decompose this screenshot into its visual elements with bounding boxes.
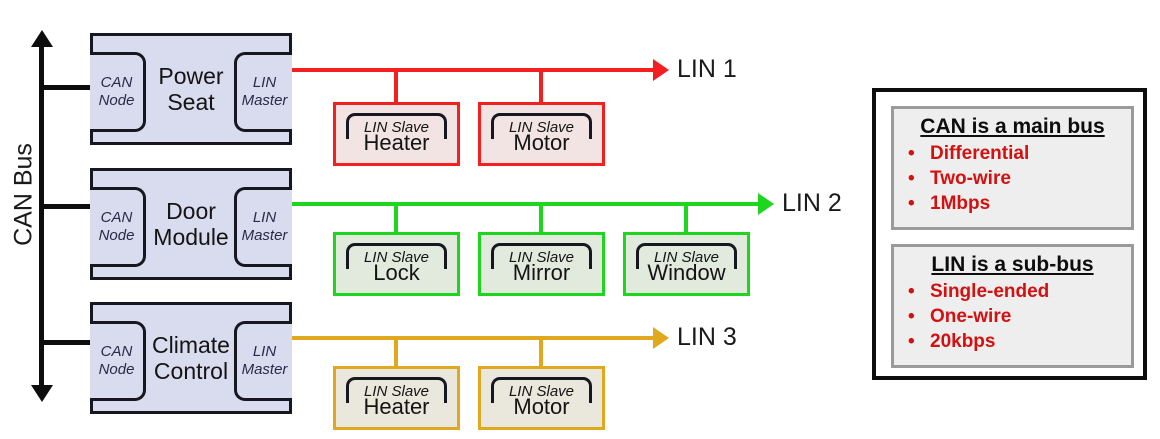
can-bus-spine xyxy=(39,45,44,387)
legend-lin-item-2-text: 20kbps xyxy=(930,331,996,352)
lin-1-slave-heater-tag: LIN Slave xyxy=(346,113,447,139)
bullet-icon: • xyxy=(908,168,915,189)
bullet-icon: • xyxy=(908,281,915,302)
can-bus-label: CAN Bus xyxy=(9,143,38,246)
module-climate-control[interactable]: CAN Node Climate Control LIN Master xyxy=(90,302,292,414)
power-seat-can-node: CAN Node xyxy=(90,52,146,132)
legend-lin-item-1-text: One-wire xyxy=(930,306,1012,327)
legend-can-item-1-text: Two-wire xyxy=(930,168,1011,189)
lin-2-slave-window[interactable]: LIN Slave Window xyxy=(623,232,750,296)
door-module-title: Door Module xyxy=(153,198,229,250)
lin-1-slave-motor[interactable]: LIN Slave Motor xyxy=(478,102,605,166)
lin-2-slave-lock-tag: LIN Slave xyxy=(346,243,447,269)
door-module-can-node: CAN Node xyxy=(90,187,146,267)
legend-lin-item-0: • Single-ended xyxy=(894,281,1131,303)
lin-1-label: LIN 1 xyxy=(677,55,737,83)
can-bus-stub-climate-control xyxy=(41,340,93,345)
can-bus-stub-door-module xyxy=(41,204,93,209)
lin-1-arrow xyxy=(653,59,669,81)
legend-card-lin: LIN is a sub-bus • Single-ended • One-wi… xyxy=(891,244,1134,368)
can-bus-arrow-up xyxy=(31,30,53,47)
legend-card-can: CAN is a main bus • Differential • Two-w… xyxy=(891,106,1134,230)
legend-lin-heading: LIN is a sub-bus xyxy=(931,253,1094,276)
lin-3-slave-heater-tag: LIN Slave xyxy=(346,377,447,403)
legend-can-item-2-text: 1Mbps xyxy=(930,193,991,214)
climate-control-title: Climate Control xyxy=(152,332,230,384)
lin-1-slave-motor-name: Motor xyxy=(513,130,570,155)
lin-2-drop-lock xyxy=(394,202,398,234)
lin-3-slave-heater[interactable]: LIN Slave Heater xyxy=(333,366,460,430)
power-seat-title: Power Seat xyxy=(158,63,224,115)
lin-1-bus-line xyxy=(292,68,655,72)
lin-2-slave-lock[interactable]: LIN Slave Lock xyxy=(333,232,460,296)
bullet-icon: • xyxy=(908,306,915,327)
lin-3-drop-motor xyxy=(539,336,543,368)
lin-1-slave-heater-name: Heater xyxy=(363,130,430,155)
lin-2-slave-window-name: Window xyxy=(647,260,726,285)
lin-2-slave-lock-name: Lock xyxy=(373,260,420,285)
power-seat-lin-master: LIN Master xyxy=(234,52,292,132)
legend-can-item-2: • 1Mbps xyxy=(894,193,1131,215)
bullet-icon: • xyxy=(908,193,915,214)
lin-3-label: LIN 3 xyxy=(677,323,737,351)
legend-lin-item-0-text: Single-ended xyxy=(930,281,1050,302)
lin-3-slave-motor-tag: LIN Slave xyxy=(491,377,592,403)
legend-can-item-0: • Differential xyxy=(894,143,1131,165)
lin-2-arrow xyxy=(758,193,774,215)
lin-1-slave-motor-tag: LIN Slave xyxy=(491,113,592,139)
lin-1-drop-heater xyxy=(394,68,398,104)
lin-3-arrow xyxy=(653,327,669,349)
climate-control-lin-master: LIN Master xyxy=(234,321,292,401)
lin-1-slave-heater[interactable]: LIN Slave Heater xyxy=(333,102,460,166)
legend-lin-item-2: • 20kbps xyxy=(894,331,1131,353)
legend-panel: CAN is a main bus • Differential • Two-w… xyxy=(872,88,1147,380)
bullet-icon: • xyxy=(908,331,915,352)
legend-can-item-0-text: Differential xyxy=(930,143,1030,164)
legend-can-heading: CAN is a main bus xyxy=(920,115,1105,138)
module-power-seat[interactable]: CAN Node Power Seat LIN Master xyxy=(90,33,292,145)
lin-2-slave-mirror-tag: LIN Slave xyxy=(491,243,592,269)
lin-2-slave-window-tag: LIN Slave xyxy=(636,243,737,269)
lin-2-label: LIN 2 xyxy=(782,189,842,217)
lin-1-drop-motor xyxy=(539,68,543,104)
can-bus-stub-power-seat xyxy=(41,85,93,90)
lin-2-bus-line xyxy=(292,202,760,206)
lin-3-slave-motor[interactable]: LIN Slave Motor xyxy=(478,366,605,430)
lin-3-drop-heater xyxy=(394,336,398,368)
lin-2-slave-mirror[interactable]: LIN Slave Mirror xyxy=(478,232,605,296)
climate-control-can-node: CAN Node xyxy=(90,321,146,401)
module-door-module[interactable]: CAN Node Door Module LIN Master xyxy=(90,168,292,280)
bullet-icon: • xyxy=(908,143,915,164)
legend-can-item-1: • Two-wire xyxy=(894,168,1131,190)
lin-2-drop-window xyxy=(684,202,688,234)
lin-2-slave-mirror-name: Mirror xyxy=(512,260,571,285)
legend-lin-item-1: • One-wire xyxy=(894,306,1131,328)
door-module-lin-master: LIN Master xyxy=(234,187,292,267)
can-bus-arrow-down xyxy=(31,385,53,402)
lin-3-slave-heater-name: Heater xyxy=(363,394,430,419)
lin-3-slave-motor-name: Motor xyxy=(513,394,570,419)
lin-3-bus-line xyxy=(292,336,655,340)
lin-2-drop-mirror xyxy=(539,202,543,234)
